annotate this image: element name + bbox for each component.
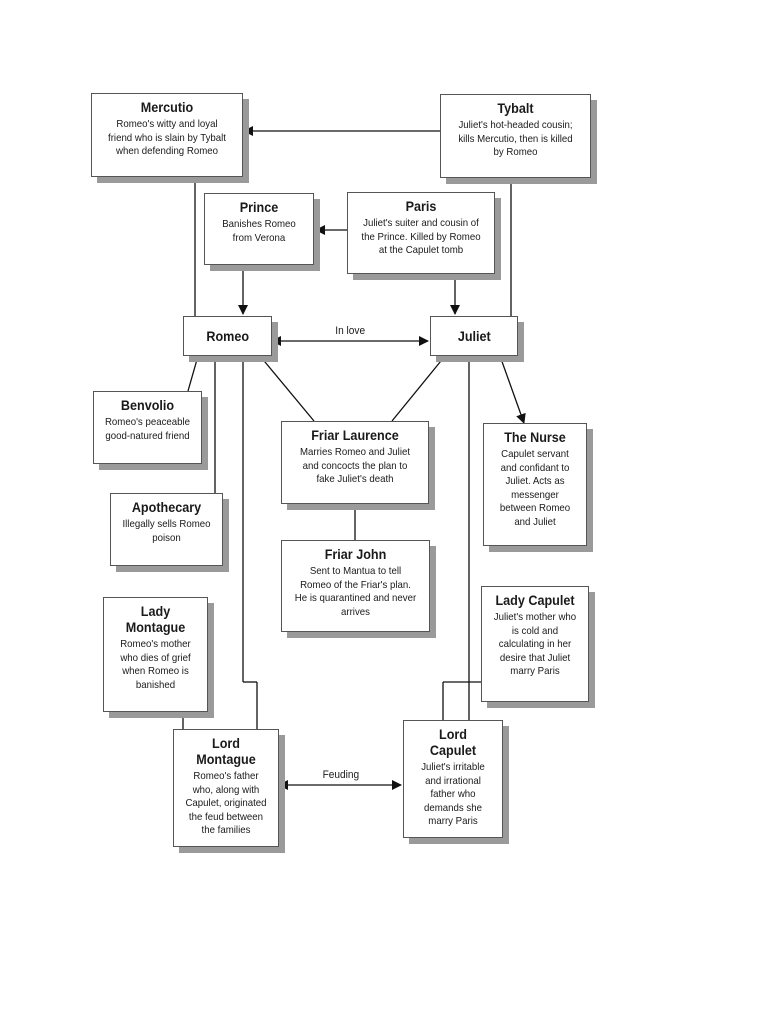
tybalt-desc: Juliet's hot-headed cousin; kills Mercut… (458, 119, 573, 158)
edge-juliet-nurse (499, 355, 526, 424)
benvolio-box: Benvolio Romeo's peaceable good-natured … (93, 391, 202, 464)
mercutio-name: Mercutio (140, 99, 194, 115)
edge-romeo-benvolio (187, 355, 199, 392)
nurse-box: The Nurse Capulet servant and confidant … (483, 423, 587, 546)
friar-laurence-box: Friar Laurence Marries Romeo and Juliet … (281, 421, 429, 504)
lord-capulet-box: Lord Capulet Juliet's irritable and irra… (403, 720, 503, 838)
apothecary-desc: Illegally sells Romeo poison (122, 518, 211, 544)
in-love-label: In love (332, 325, 368, 337)
lady-montague-box: Lady Montague Romeo's mother who dies of… (103, 597, 208, 712)
friar-laurence-name: Friar Laurence (311, 427, 399, 443)
benvolio-desc: Romeo's peaceable good-natured friend (104, 416, 191, 442)
lady-capulet-box: Lady Capulet Juliet's mother who is cold… (481, 586, 589, 702)
juliet-name: Juliet (457, 328, 491, 344)
paris-name: Paris (405, 198, 437, 214)
apothecary-name: Apothecary (131, 499, 202, 515)
lord-capulet-desc: Juliet's irritable and irrational father… (421, 761, 485, 827)
lord-montague-name: Lord Montague (196, 735, 256, 767)
friar-john-name: Friar John (324, 546, 387, 562)
friar-john-desc: Sent to Mantua to tell Romeo of the Fria… (294, 565, 417, 618)
edge-romeo-laurence (259, 355, 315, 422)
tybalt-box: Tybalt Juliet's hot-headed cousin; kills… (440, 94, 591, 178)
paris-desc: Juliet's suiter and cousin of the Prince… (361, 217, 481, 256)
nurse-name: The Nurse (504, 429, 566, 445)
apothecary-box: Apothecary Illegally sells Romeo poison (110, 493, 223, 566)
lady-montague-desc: Romeo's mother who dies of grief when Ro… (120, 638, 191, 691)
lady-montague-name: Lady Montague (125, 603, 186, 635)
tybalt-name: Tybalt (497, 100, 534, 116)
feuding-label: Feuding (319, 769, 362, 781)
mercutio-box: Mercutio Romeo's witty and loyal friend … (91, 93, 243, 177)
juliet-box: Juliet (430, 316, 518, 356)
benvolio-name: Benvolio (120, 397, 175, 413)
lady-capulet-desc: Juliet's mother who is cold and calculat… (493, 611, 577, 677)
paris-box: Paris Juliet's suiter and cousin of the … (347, 192, 495, 274)
prince-box: Prince Banishes Romeo from Verona (204, 193, 314, 265)
romeo-box: Romeo (183, 316, 272, 356)
edge-juliet-laurence (391, 355, 446, 422)
prince-name: Prince (239, 199, 279, 215)
mercutio-desc: Romeo's witty and loyal friend who is sl… (108, 118, 226, 157)
friar-john-box: Friar John Sent to Mantua to tell Romeo … (281, 540, 430, 632)
lord-montague-desc: Romeo's father who, along with Capulet, … (185, 770, 267, 836)
lord-montague-box: Lord Montague Romeo's father who, along … (173, 729, 279, 847)
friar-laurence-desc: Marries Romeo and Juliet and concocts th… (299, 446, 411, 485)
lady-capulet-name: Lady Capulet (495, 592, 575, 608)
nurse-desc: Capulet servant and confidant to Juliet.… (499, 448, 571, 528)
lord-capulet-name: Lord Capulet (429, 726, 477, 758)
romeo-name: Romeo (206, 328, 249, 344)
prince-desc: Banishes Romeo from Verona (222, 218, 296, 244)
